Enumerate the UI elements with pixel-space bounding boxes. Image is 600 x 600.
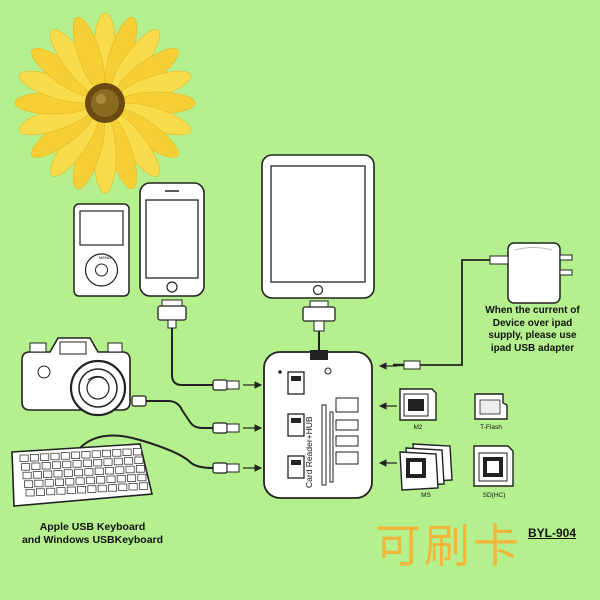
keyboard-key bbox=[60, 452, 70, 460]
camera-icon bbox=[21, 337, 240, 434]
keyboard-key bbox=[22, 471, 32, 480]
keyboard-key bbox=[71, 451, 81, 459]
keyboard-key bbox=[135, 465, 145, 473]
keyboard-key bbox=[103, 458, 113, 466]
keyboard-key bbox=[122, 448, 132, 456]
keyboard-key bbox=[97, 484, 107, 493]
m2-card-icon bbox=[399, 388, 437, 421]
ipad-icon bbox=[261, 154, 375, 299]
keyboard-key bbox=[41, 462, 51, 470]
keyboard-key bbox=[55, 478, 64, 486]
keyboard-key bbox=[118, 483, 128, 491]
keyboard-key bbox=[19, 454, 29, 462]
keyboard-caption-line: Apple USB Keyboard bbox=[39, 521, 146, 533]
keyboard-key bbox=[132, 448, 142, 456]
card-label-m2: M2 bbox=[413, 424, 422, 431]
card-label-ms: MS bbox=[421, 492, 431, 499]
input-arrows bbox=[243, 381, 263, 472]
keyboard-key bbox=[115, 466, 125, 474]
iphone-cable bbox=[157, 299, 240, 391]
keyboard-key bbox=[46, 487, 56, 496]
keyboard-key bbox=[94, 467, 104, 475]
keyboard-key bbox=[63, 469, 73, 477]
chinese-watermark-text: 可刷卡 bbox=[375, 519, 522, 573]
keyboard-key bbox=[29, 454, 39, 462]
adapter-note-line: When the current of bbox=[485, 305, 580, 316]
keyboard-key bbox=[34, 479, 44, 488]
keyboard-key bbox=[125, 465, 135, 474]
card-arrows bbox=[378, 362, 397, 467]
keyboard-key bbox=[134, 456, 144, 464]
keyboard-key bbox=[62, 460, 72, 469]
keyboard-key bbox=[85, 476, 95, 485]
keyboard-key bbox=[52, 461, 61, 469]
keyboard-key bbox=[82, 459, 92, 467]
keyboard-key bbox=[74, 468, 84, 477]
keyboard-key bbox=[43, 470, 53, 478]
keyboard-key bbox=[105, 467, 114, 475]
power-adapter-icon bbox=[393, 242, 573, 370]
keyboard-key bbox=[25, 489, 35, 497]
ipad-cable bbox=[302, 300, 336, 352]
keyboard-key bbox=[102, 449, 111, 458]
keyboard-key bbox=[138, 482, 148, 490]
sd-card-icon bbox=[473, 445, 514, 487]
keyboard-key bbox=[116, 475, 126, 483]
keyboard-key bbox=[96, 476, 106, 484]
adapter-note-line: supply, please use bbox=[488, 330, 577, 341]
keyboard-key bbox=[112, 449, 122, 457]
ms-card-icon bbox=[399, 443, 453, 491]
keyboard-key bbox=[127, 474, 137, 482]
keyboard-key bbox=[40, 453, 50, 461]
keyboard-key bbox=[93, 459, 103, 467]
model-number: BYL-904 bbox=[528, 526, 577, 540]
keyboard-key bbox=[53, 470, 63, 478]
keyboard-key bbox=[66, 486, 76, 494]
keyboard-key bbox=[21, 463, 31, 471]
keyboard-key bbox=[106, 475, 116, 483]
keyboard-key bbox=[32, 471, 42, 479]
keyboard-caption: Apple USB Keyboard and Windows USBKeyboa… bbox=[10, 521, 175, 547]
keyboard-icon bbox=[11, 434, 240, 507]
adapter-note-line: Device over ipad bbox=[492, 317, 573, 329]
keyboard-key bbox=[84, 468, 94, 476]
adapter-note: When the current of Device over ipad sup… bbox=[470, 305, 595, 355]
keyboard-key bbox=[31, 462, 41, 470]
keyboard-key bbox=[77, 486, 87, 494]
svg-text:MENU: MENU bbox=[99, 255, 111, 260]
adapter-note-line: ipad USB adapter bbox=[490, 342, 575, 354]
flower-icon bbox=[14, 12, 196, 194]
keyboard-key bbox=[87, 485, 97, 493]
keyboard-key bbox=[113, 457, 123, 466]
keyboard-key bbox=[44, 479, 54, 487]
hub-label: Card Reader+HUB bbox=[304, 416, 314, 488]
keyboard-key bbox=[72, 460, 82, 468]
hub-icon: Card Reader+HUB bbox=[263, 350, 373, 499]
keyboard-key bbox=[91, 450, 101, 458]
card-label-tflash: T-Flash bbox=[480, 424, 502, 431]
keyboard-key bbox=[81, 451, 91, 459]
keyboard-key bbox=[50, 452, 60, 461]
keyboard-key bbox=[35, 488, 45, 496]
card-label-sd: SD(HC) bbox=[483, 492, 506, 499]
keyboard-key bbox=[75, 477, 85, 485]
keyboard-key bbox=[124, 457, 134, 465]
ipod-icon: MENU bbox=[73, 203, 130, 297]
keyboard-key bbox=[24, 480, 34, 488]
keyboard-caption-line: and Windows USBKeyboard bbox=[21, 534, 164, 546]
keyboard-key bbox=[108, 484, 117, 492]
tflash-card-icon bbox=[474, 393, 508, 420]
iphone-icon bbox=[139, 182, 205, 297]
keyboard-key bbox=[65, 478, 75, 486]
keyboard-key bbox=[137, 473, 147, 482]
keyboard-key bbox=[56, 487, 66, 495]
keyboard-key bbox=[128, 483, 138, 491]
